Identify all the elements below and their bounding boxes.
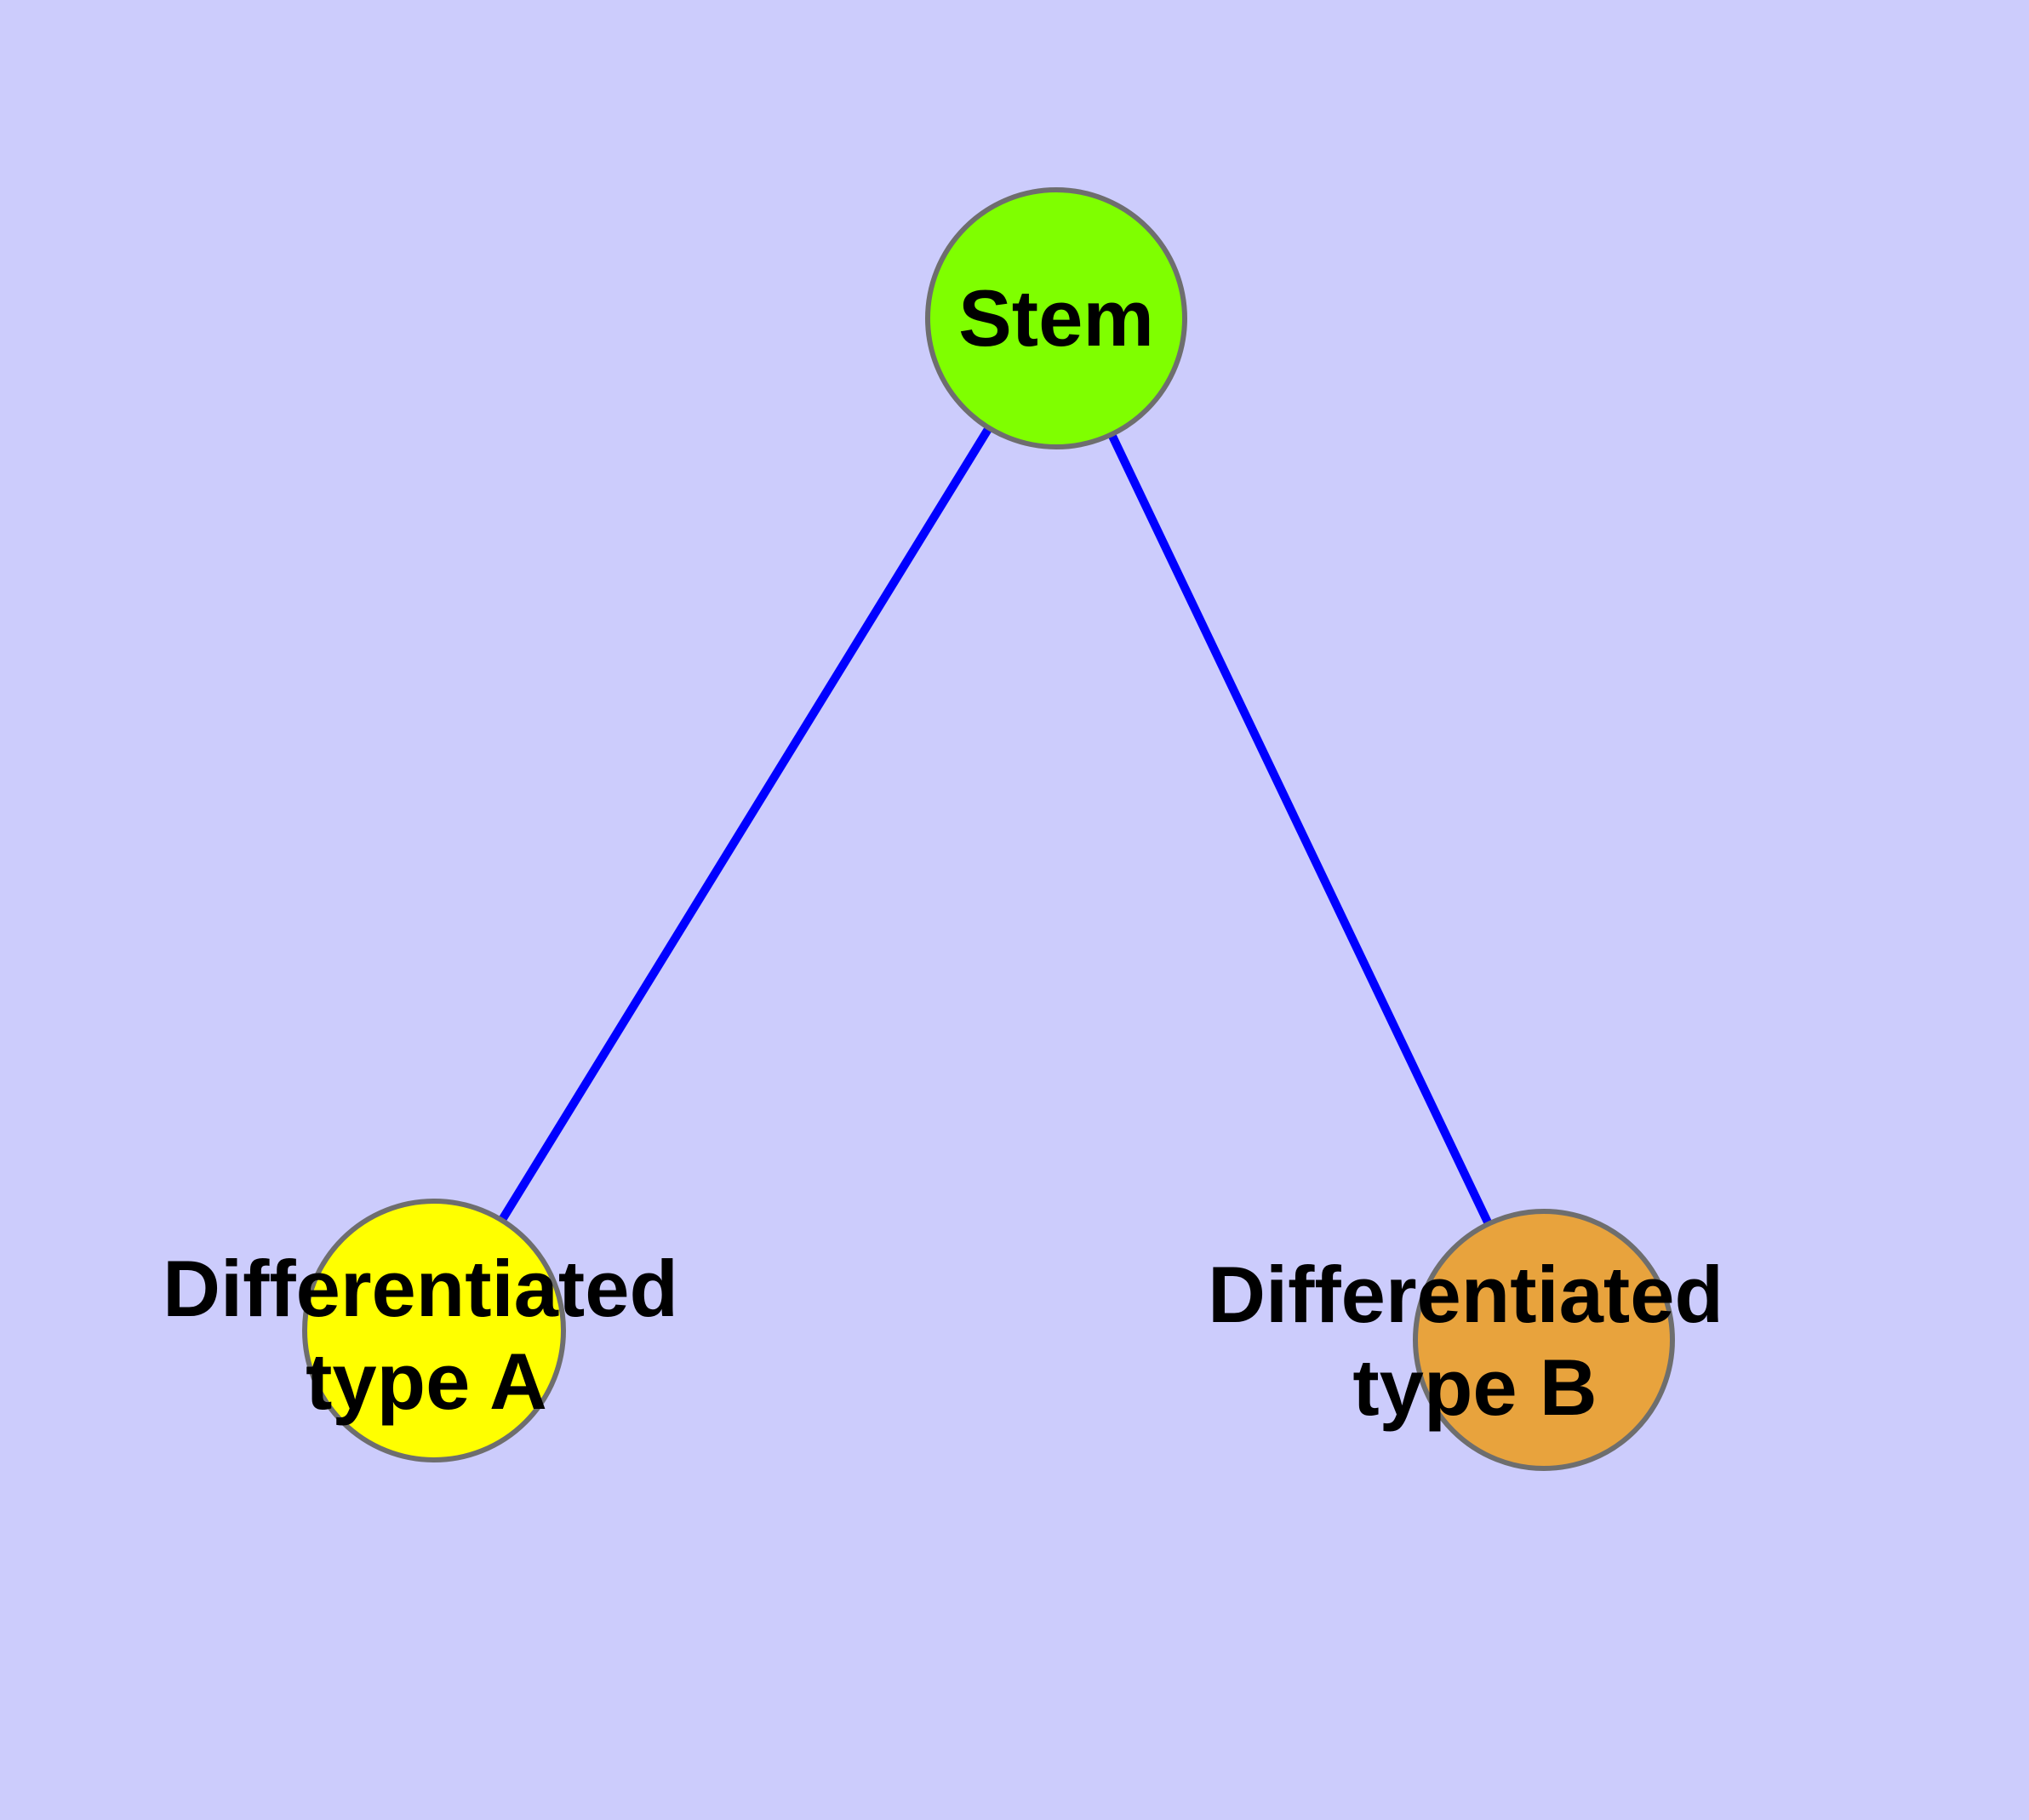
label-layer: Stem Differentiated type A Differentiate… bbox=[163, 273, 1723, 1432]
node-stem[interactable] bbox=[925, 187, 1187, 449]
edge-stem-to-type-a[interactable] bbox=[430, 316, 1060, 1333]
node-differentiated-type-b[interactable] bbox=[1413, 1209, 1675, 1471]
edge-stem-to-type-b[interactable] bbox=[1052, 316, 1548, 1342]
node-label-type-a-line1: Differentiated bbox=[163, 1244, 678, 1333]
node-label-type-a-line2: type A bbox=[306, 1336, 547, 1426]
node-differentiated-type-a[interactable] bbox=[302, 1199, 566, 1462]
node-label-type-b-line2: type B bbox=[1352, 1342, 1597, 1432]
node-circle-type-a[interactable] bbox=[302, 1199, 566, 1462]
edge-layer bbox=[430, 316, 1548, 1342]
node-label-stem: Stem bbox=[958, 273, 1154, 363]
node-label-type-b-line1: Differentiated bbox=[1208, 1250, 1723, 1339]
node-circle-type-b[interactable] bbox=[1413, 1209, 1675, 1471]
node-layer bbox=[302, 187, 1675, 1471]
node-circle-stem[interactable] bbox=[925, 187, 1187, 449]
